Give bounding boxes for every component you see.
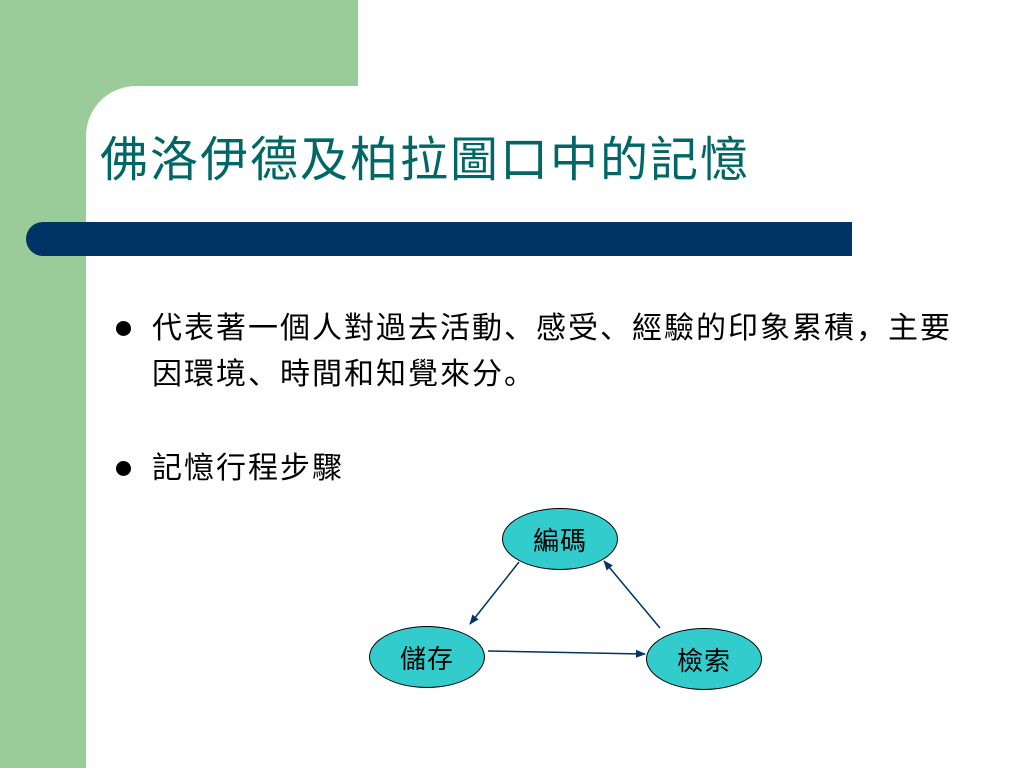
bullet-item: 記憶行程步驟 (112, 446, 972, 492)
node-store-label: 儲存 (399, 644, 454, 675)
bullet-list: 代表著一個人對過去活動、感受、經驗的印象累積，主要因環境、時間和知覺來分。 記憶… (112, 306, 972, 492)
bullet-dot-icon (116, 321, 131, 336)
node-retrieve: 檢索 (646, 628, 762, 690)
node-encode-label: 編碼 (532, 526, 587, 557)
slide-title: 佛洛伊德及柏拉圖口中的記憶 (100, 132, 751, 188)
node-encode: 編碼 (502, 508, 618, 570)
node-retrieve-label: 檢索 (676, 646, 731, 677)
node-store: 儲存 (369, 626, 485, 688)
bullet-text: 代表著一個人對過去活動、感受、經驗的印象累積，主要因環境、時間和知覺來分。 (152, 311, 952, 392)
bullet-item: 代表著一個人對過去活動、感受、經驗的印象累積，主要因環境、時間和知覺來分。 (112, 306, 972, 398)
title-underline-bar (26, 222, 852, 256)
bullet-text: 記憶行程步驟 (152, 451, 344, 486)
bullet-dot-icon (116, 461, 131, 476)
